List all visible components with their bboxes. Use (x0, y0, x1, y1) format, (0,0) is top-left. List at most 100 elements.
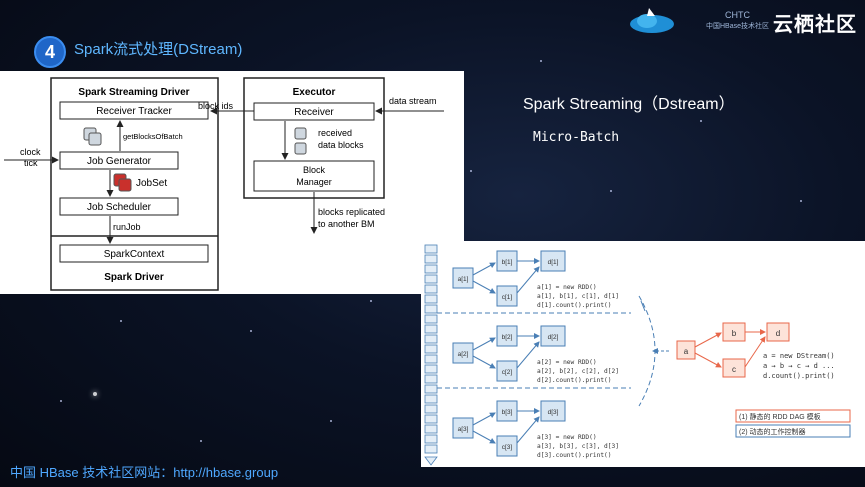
timeline-slot (424, 254, 438, 264)
rdd-node-label: a[2] (458, 351, 469, 358)
data-blocks-label: data blocks (318, 140, 364, 150)
replicated-label-2: to another BM (318, 219, 375, 229)
brand-text: 云栖社区 (773, 14, 857, 36)
rdd-code-line: d[2].count().print() (537, 377, 612, 384)
rdd-node-a (452, 417, 474, 439)
job-generator-box: Job Generator (87, 156, 152, 167)
rdd-code-line: a[1], b[1], c[1], d[1] (537, 293, 619, 300)
timeline-slot (424, 264, 438, 274)
rdd-node-a (452, 342, 474, 364)
tick-label: tick (24, 158, 38, 168)
template-node-a: a (684, 347, 689, 356)
timeline-slot (424, 284, 438, 294)
rdd-node-label: a[3] (458, 426, 469, 433)
time-axis (424, 244, 438, 466)
chtc-logo-icon (630, 8, 674, 33)
get-blocks-label: getBlocksOfBatch (123, 132, 183, 141)
timeline-slot (424, 384, 438, 394)
timeline-slot (424, 374, 438, 384)
dstream-template: a b c d a = new DStream() a → b → c → d … (676, 322, 835, 380)
slide-heading: Spark Streaming（Dstream） (523, 96, 735, 113)
legend-dynamic-controller: (2) 动态的工作控制器 (739, 427, 806, 436)
timeline-slot (424, 314, 438, 324)
received-label: received (318, 128, 352, 138)
timeline-slot (424, 404, 438, 414)
run-job-label: runJob (113, 222, 141, 232)
rdd-code-line: a[2], b[2], c[2], d[2] (537, 368, 619, 375)
chtc-subtitle: 中国HBase技术社区 (706, 23, 770, 30)
rdd-node-label: d[3] (548, 409, 559, 416)
rdd-node-c (496, 285, 518, 307)
template-node-c: c (732, 365, 736, 374)
rdd-batch-3: a[3] b[3] c[3] d[3] a[3] = new RDD() a[3], b[… (437, 387, 631, 459)
receiver-box: Receiver (294, 107, 334, 118)
executor-title: Executor (293, 87, 336, 98)
block-ids-label: block ids (198, 101, 234, 111)
rdd-code-line: a[2] = new RDD() (537, 359, 597, 366)
rdd-code-line: d[1].count().print() (537, 302, 612, 309)
slide-subheading: Micro-Batch (533, 130, 620, 145)
timeline-slot (424, 354, 438, 364)
rdd-node-label: b[3] (502, 409, 513, 416)
timeline-slot (424, 344, 438, 354)
timeline-slot (424, 304, 438, 314)
spark-driver-title: Spark Driver (104, 272, 164, 283)
jobset-label: JobSet (136, 178, 167, 189)
rdd-node-c (496, 435, 518, 457)
template-node-b: b (732, 329, 737, 338)
rdd-node-c (496, 360, 518, 382)
timeline-slot (424, 294, 438, 304)
rdd-code-line: a[3], b[3], c[3], d[3] (537, 443, 619, 450)
rdd-node-label: c[2] (502, 369, 513, 376)
dstream-dag-diagram: a[1] b[1] c[1] d[1] a[1] = new RDD() a[1], b[… (421, 241, 865, 467)
rdd-code-line: a[1] = new RDD() (537, 284, 597, 291)
driver-title: Spark Streaming Driver (78, 87, 189, 98)
spark-streaming-architecture-diagram: Spark Streaming Driver Receiver Tracker … (0, 71, 464, 294)
footer-website: 中国 HBase 技术社区网站：http://hbase.group (10, 465, 279, 480)
template-node-d: d (776, 329, 780, 338)
rdd-code-line: d[3].count().print() (537, 452, 612, 459)
rdd-node-label: a[1] (458, 276, 469, 283)
rdd-node-a (452, 267, 474, 289)
template-code-1: a = new DStream() (763, 352, 835, 360)
timeline-slot (424, 414, 438, 424)
rdd-node-label: d[1] (548, 259, 559, 266)
rdd-node-d (540, 325, 566, 347)
legend-static-dag: (1) 静态的 RDD DAG 模板 (739, 412, 821, 421)
timeline-slot (424, 444, 438, 454)
timeline-slot (424, 434, 438, 444)
timeline-slot (424, 244, 438, 254)
rdd-node-label: d[2] (548, 334, 559, 341)
rdd-node-d (540, 250, 566, 272)
timeline-slot (424, 334, 438, 344)
section-number-badge: 4 (34, 36, 66, 68)
data-stream-label: data stream (389, 96, 437, 106)
rdd-node-d (540, 400, 566, 422)
template-code-3: d.count().print() (763, 372, 835, 380)
chtc-logo-text: CHTC 中国HBase技术社区 (706, 10, 769, 32)
timeline-slot (424, 274, 438, 284)
rdd-batch-1: a[1] b[1] c[1] d[1] a[1] = new RDD() a[1], b[… (452, 250, 619, 309)
timeline-slot (424, 364, 438, 374)
job-scheduler-box: Job Scheduler (87, 202, 152, 213)
timeline-slot (424, 324, 438, 334)
brand-logo: 云栖社区 (773, 8, 857, 37)
timeline-slot (424, 394, 438, 404)
receiver-tracker-box: Receiver Tracker (96, 106, 172, 117)
clock-label: clock (20, 147, 41, 157)
rdd-code-line: a[3] = new RDD() (537, 434, 597, 441)
block-manager-label-2: Manager (296, 177, 332, 187)
spark-context-box: SparkContext (104, 249, 165, 260)
timeline-slot (424, 424, 438, 434)
rdd-node-label: c[1] (502, 294, 513, 301)
rdd-node-label: b[2] (502, 334, 513, 341)
batch-bracket (638, 295, 656, 407)
rdd-batch-2: a[2] b[2] c[2] d[2] a[2] = new RDD() a[2], b[… (437, 312, 631, 384)
block-manager-label-1: Block (303, 165, 326, 175)
chtc-title: CHTC (725, 10, 750, 20)
section-title: Spark流式处理(DStream) (74, 41, 243, 58)
template-code-2: a → b → c → d ... (763, 362, 835, 370)
rdd-node-label: c[3] (502, 444, 513, 451)
rdd-node-label: b[1] (502, 259, 513, 266)
replicated-label-1: blocks replicated (318, 207, 385, 217)
